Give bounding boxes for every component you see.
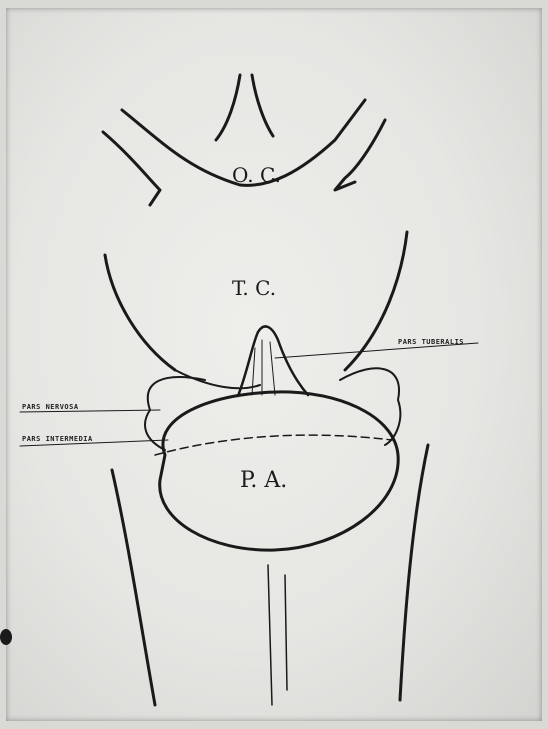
stalk-line-left xyxy=(268,565,272,705)
left-vessel xyxy=(112,470,155,705)
label-tc: T. C. xyxy=(232,276,276,300)
optic-chiasm-outer-left xyxy=(103,132,160,205)
tuber-cinereum-base xyxy=(175,370,260,388)
label-oc: O. C. xyxy=(232,163,281,187)
stalk-line-right xyxy=(285,575,287,690)
annotation-pars-tuberalis: PARS TUBERALIS xyxy=(398,338,464,346)
annotation-pars-intermedia: PARS INTERMEDIA xyxy=(22,435,93,443)
label-pa: P. A. xyxy=(240,468,287,493)
photo-edge-mark xyxy=(0,629,12,645)
pars-tuberalis-cone xyxy=(238,326,308,396)
optic-stalk-left xyxy=(216,75,240,140)
tuber-cinereum-left xyxy=(105,255,175,370)
optic-stalk-right xyxy=(252,75,273,136)
right-vessel xyxy=(400,445,428,700)
lateral-lobe-left xyxy=(145,377,205,450)
pars-tuberalis-stroke-3 xyxy=(270,342,275,395)
pars-tuberalis-stroke-1 xyxy=(252,348,255,395)
annotation-pars-nervosa: PARS NERVOSA xyxy=(22,403,79,411)
pars-intermedia-boundary xyxy=(155,435,392,455)
